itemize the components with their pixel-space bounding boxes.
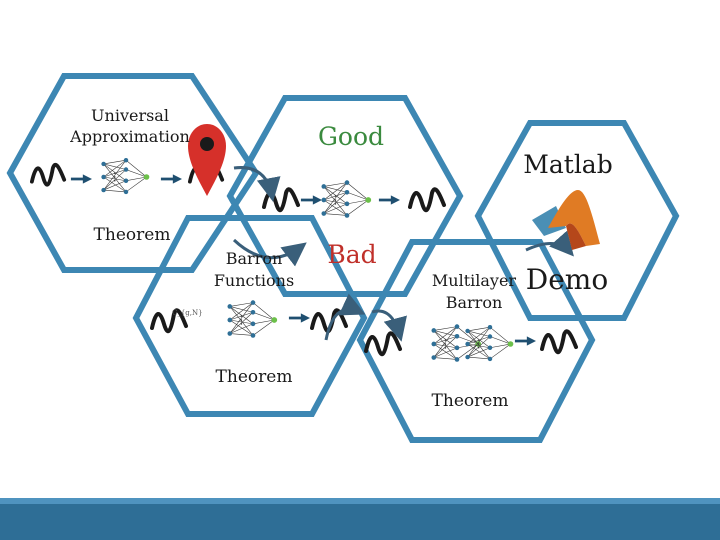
universal-approximation-title: Universal Approximation	[62, 105, 198, 147]
wave-icon	[366, 333, 400, 354]
matlab-label: Matlab	[512, 150, 624, 179]
theorem-label-3: Theorem	[422, 391, 518, 411]
footer-bar	[0, 498, 720, 540]
barron-functions-title: Barron Functions	[208, 248, 300, 292]
small-network-label: C_{g,N}	[172, 309, 198, 317]
demo-label: Demo	[524, 263, 610, 296]
footer-stripe	[0, 498, 720, 504]
bad-label: Bad	[320, 240, 384, 269]
arrow-icon	[301, 195, 322, 204]
neural-network-icon	[227, 300, 277, 338]
neural-network-icon	[321, 180, 371, 218]
wave-icon	[542, 331, 576, 352]
multilayer-barron-title: Multilayer Barron	[424, 270, 524, 314]
wave-icon	[264, 189, 298, 210]
neural-network-icon	[465, 325, 513, 361]
arrow-icon	[379, 195, 400, 204]
theorem-label-2: Theorem	[206, 367, 302, 387]
arrow-icon	[515, 336, 536, 345]
good-label: Good	[308, 122, 394, 151]
wave-icon	[410, 189, 444, 210]
theorem-label-1: Theorem	[86, 225, 178, 245]
arrow-icon	[289, 313, 310, 322]
